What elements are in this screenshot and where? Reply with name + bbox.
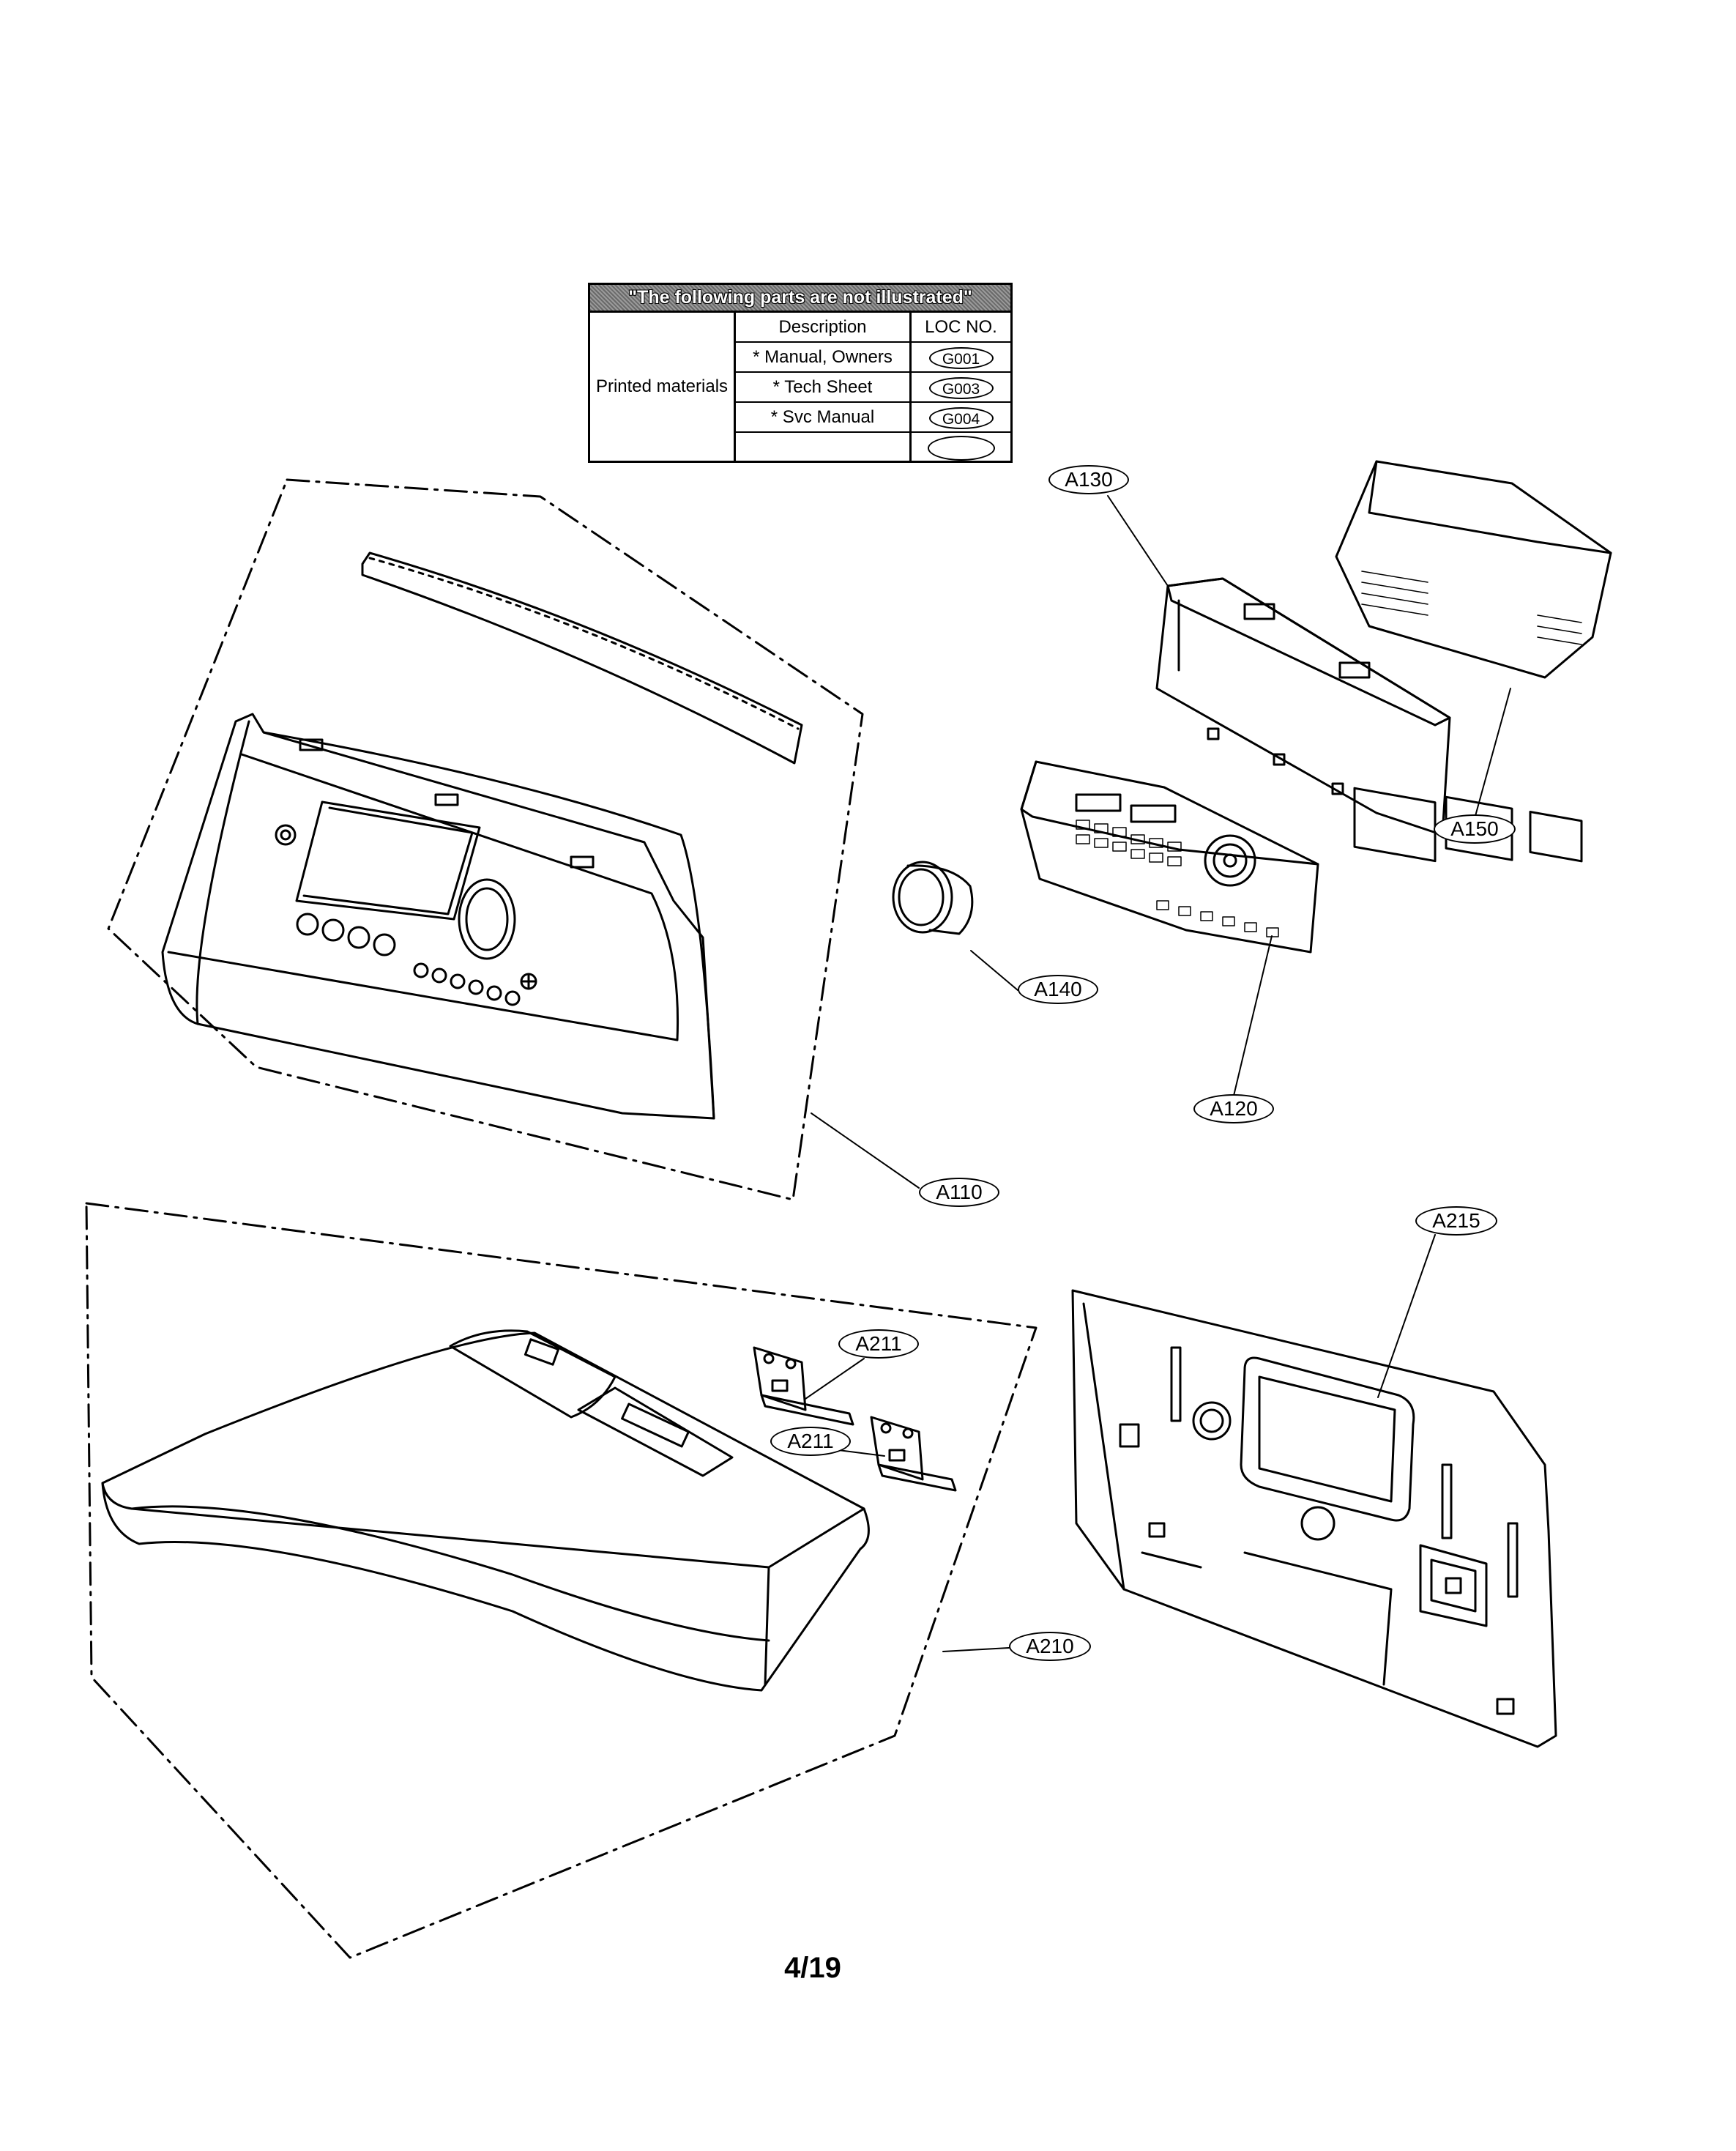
loc-oval: G004 [928, 406, 994, 429]
group-boundary-upper [107, 478, 864, 1201]
category-cell: Printed materials [590, 313, 736, 461]
control-board [1020, 760, 1319, 954]
table-row: * Tech Sheet G003 [736, 373, 1010, 403]
bracket-upper [753, 1346, 854, 1426]
top-lid [101, 1329, 870, 1692]
rear-bracket-panel [1071, 1289, 1557, 1748]
row-description [736, 433, 912, 463]
row-description: * Manual, Owners [736, 343, 912, 371]
column-header-row: Description LOC NO. [736, 313, 1010, 343]
column-header-description: Description [736, 313, 912, 341]
callout-a120: A120 [1193, 1094, 1274, 1123]
callout-a211-upper: A211 [838, 1329, 919, 1359]
row-loc: G004 [912, 403, 1010, 431]
loc-oval [927, 435, 995, 461]
row-loc: G003 [912, 373, 1010, 401]
callout-a150: A150 [1434, 814, 1516, 844]
table-header: "The following parts are not illustrated… [590, 285, 1010, 313]
table-row [736, 433, 1010, 463]
callout-a140: A140 [1018, 975, 1098, 1004]
row-loc [912, 433, 1010, 463]
row-description: * Svc Manual [736, 403, 912, 431]
page-number: 4/19 [784, 1952, 841, 1984]
callout-a130: A130 [1048, 465, 1129, 494]
bracket-lower [870, 1416, 957, 1492]
table-row: * Manual, Owners G001 [736, 343, 1010, 373]
column-header-loc: LOC NO. [925, 317, 997, 337]
loc-oval: G003 [928, 376, 994, 399]
loc-oval: G001 [928, 346, 994, 369]
callout-a210: A210 [1009, 1632, 1091, 1661]
display-housing-cover [1335, 460, 1612, 863]
callout-a215: A215 [1415, 1206, 1497, 1236]
parts-not-illustrated-table: "The following parts are not illustrated… [588, 283, 1013, 463]
knob [892, 861, 974, 935]
row-loc: G001 [912, 343, 1010, 371]
callout-a110: A110 [919, 1178, 999, 1207]
table-row: * Svc Manual G004 [736, 403, 1010, 433]
control-panel-housing [161, 713, 715, 1120]
top-trim-strip [361, 551, 803, 765]
callout-a211-lower: A211 [770, 1427, 851, 1456]
row-description: * Tech Sheet [736, 373, 912, 401]
group-boundary-lower [85, 1202, 1037, 1959]
